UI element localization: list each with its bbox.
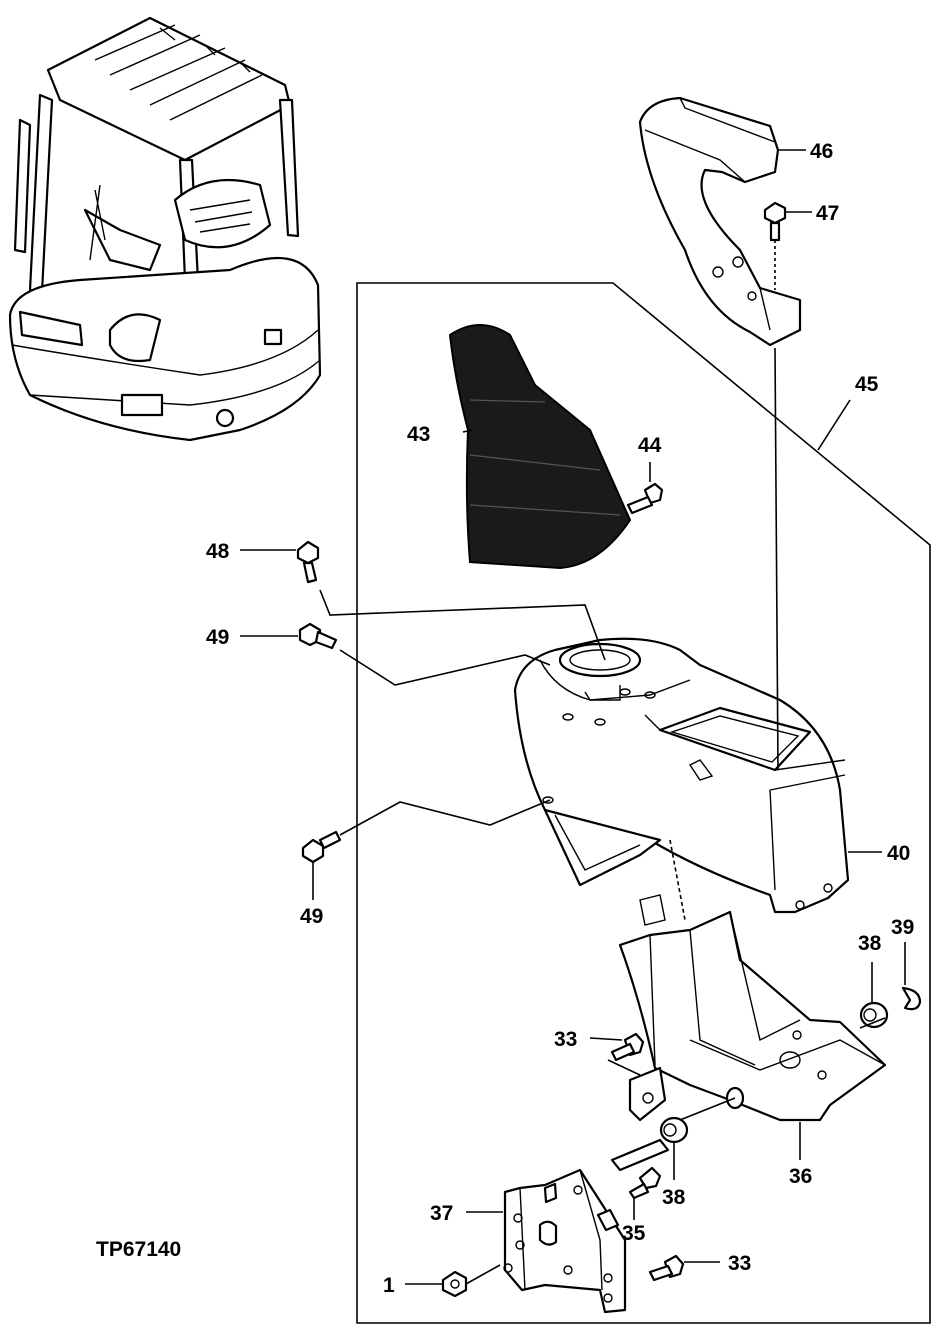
- callout-40: 40: [887, 842, 910, 865]
- callout-38-upper: 38: [858, 932, 882, 955]
- bracket-part-36: [618, 894, 887, 1122]
- bolt-part-47: [763, 201, 787, 242]
- callout-44: 44: [638, 434, 662, 457]
- assembly-lines: [319, 240, 886, 1285]
- callout-37: 37: [430, 1202, 453, 1225]
- lever-boot-part-43: [448, 324, 632, 570]
- bushing-part-38-upper: [859, 1001, 889, 1029]
- bolt-part-33-upper: [610, 1032, 645, 1062]
- clip-part-39: [901, 986, 922, 1011]
- figure-id: TP67140: [96, 1238, 181, 1261]
- bolt-part-33-lower: [648, 1254, 685, 1282]
- mounting-plate-part-37: [503, 1168, 627, 1314]
- callout-46: 46: [810, 140, 833, 163]
- bolt-part-49-upper: [298, 622, 338, 650]
- assembly-group-border: [356, 282, 931, 1324]
- callout-1: 1: [383, 1274, 395, 1297]
- pin-part-35: [610, 1138, 670, 1200]
- callout-36: 36: [789, 1165, 812, 1188]
- bolt-part-49-lower: [301, 830, 342, 864]
- bushing-part-38-lower: [659, 1116, 689, 1144]
- callout-49-lower: 49: [300, 905, 323, 928]
- callout-33-lower: 33: [728, 1252, 751, 1275]
- console-cover-part-40: [513, 637, 850, 914]
- callout-38-lower: 38: [662, 1186, 686, 1209]
- callout-48: 48: [206, 540, 230, 563]
- screw-part-44: [626, 482, 664, 515]
- callout-leaders: [240, 149, 906, 1285]
- nut-part-1: [441, 1270, 468, 1298]
- callout-labels: 46 47 45 43 44 48 49 40 49 38 39 33 36 3…: [206, 140, 914, 1297]
- armrest-pad-part-46: [638, 96, 802, 347]
- callout-39: 39: [891, 916, 914, 939]
- callout-35: 35: [622, 1222, 646, 1245]
- callout-45: 45: [855, 373, 879, 396]
- callout-33-upper: 33: [554, 1028, 577, 1051]
- callout-47: 47: [816, 202, 839, 225]
- excavator-overview-illustration: [8, 16, 322, 442]
- bolt-part-48: [296, 540, 320, 584]
- callout-43: 43: [407, 423, 430, 446]
- callout-49-upper: 49: [206, 626, 229, 649]
